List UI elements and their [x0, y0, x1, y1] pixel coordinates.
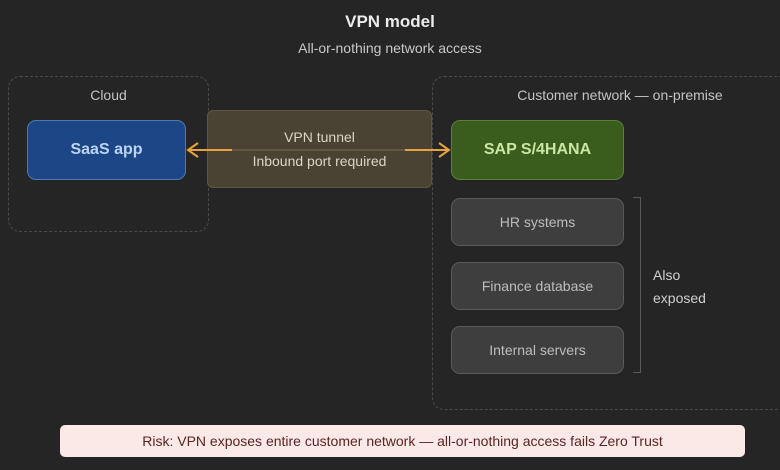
exposed-system-finance: Finance database	[451, 262, 624, 310]
exposed-bracket	[633, 197, 641, 373]
also-exposed-note: Also exposed	[653, 264, 706, 310]
vpn-tunnel-label: VPN tunnel	[284, 129, 355, 145]
exposed-system-internal-servers: Internal servers	[451, 326, 624, 374]
vpn-tunnel-sublabel: Inbound port required	[252, 153, 387, 169]
sap-s4hana-node: SAP S/4HANA	[451, 120, 624, 180]
saas-app-node: SaaS app	[27, 120, 186, 180]
exposed-system-hr: HR systems	[451, 198, 624, 246]
vpn-tunnel: VPN tunnel Inbound port required	[207, 110, 432, 188]
risk-banner: Risk: VPN exposes entire customer networ…	[60, 425, 745, 457]
customer-network-zone-label: Customer network — on-premise	[517, 87, 723, 103]
customer-network-zone	[432, 76, 780, 410]
diagram-subtitle: All-or-nothing network access	[298, 40, 482, 56]
cloud-zone-label: Cloud	[90, 87, 127, 103]
diagram-title: VPN model	[345, 12, 435, 31]
also-exposed-line1: Also	[653, 267, 681, 283]
also-exposed-line2: exposed	[653, 290, 706, 306]
